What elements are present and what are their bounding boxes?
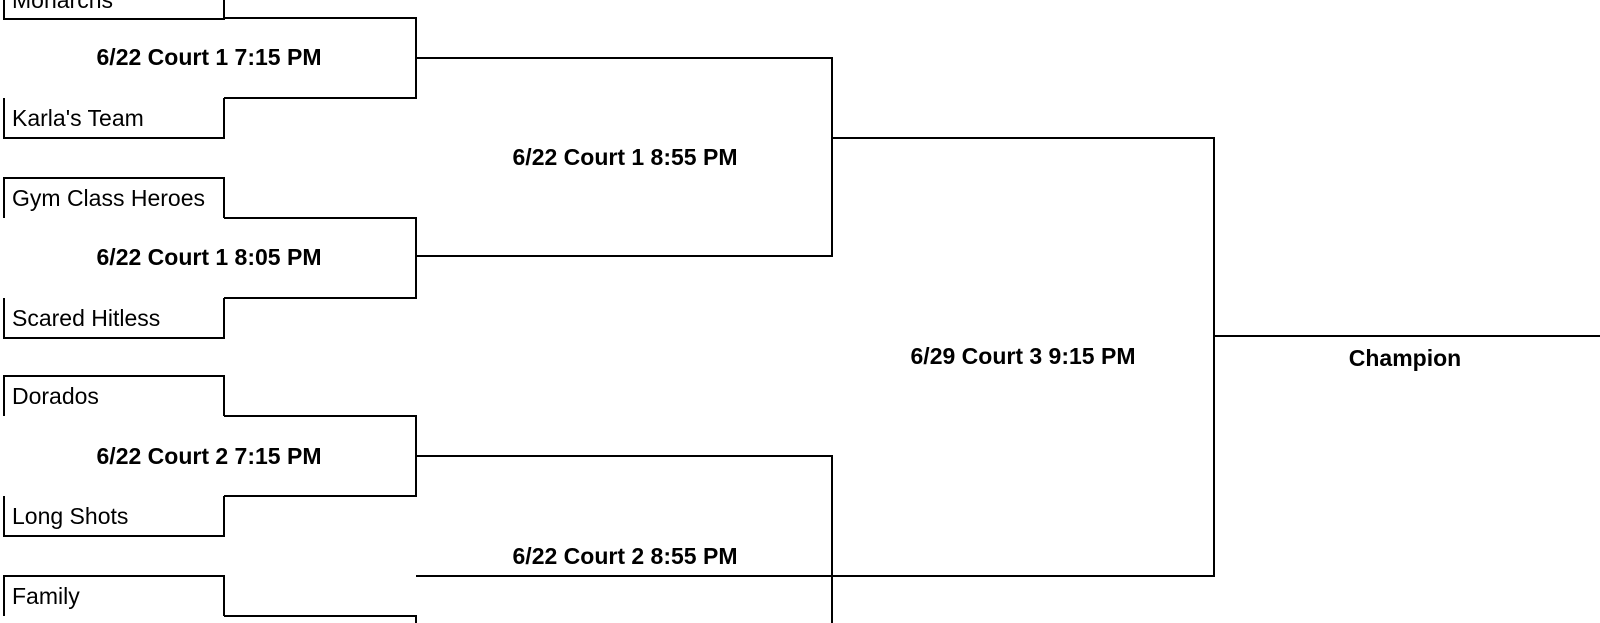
team-karlas-team: Karla's Team (12, 105, 144, 131)
team-dorados: Dorados (12, 383, 99, 409)
game-label-r1m2: 6/22 Court 1 8:05 PM (96, 244, 322, 270)
team-box-dorados (3, 375, 225, 416)
team-family: Family (12, 583, 80, 609)
final-bracket (832, 137, 1215, 577)
r1m2-game-box (224, 217, 417, 299)
game-label-r2m2: 6/22 Court 2 8:55 PM (512, 543, 738, 569)
team-monarchs: Monarchs (12, 0, 113, 13)
team-gym-class-heroes: Gym Class Heroes (12, 185, 205, 211)
r2m1-bracket (416, 57, 833, 257)
team-box-long-shots (3, 496, 225, 537)
game-label-final: 6/29 Court 3 9:15 PM (910, 343, 1136, 369)
game-label-r1m1: 6/22 Court 1 7:15 PM (96, 44, 322, 70)
team-box-monarchs (3, 0, 225, 20)
r2m2-bracket (416, 455, 833, 623)
team-box-karlas-team (3, 98, 225, 139)
team-scared-hitless: Scared Hitless (12, 305, 161, 331)
team-box-family (3, 575, 225, 616)
champion-label: Champion (1348, 345, 1462, 371)
game-label-r2m1: 6/22 Court 1 8:55 PM (512, 144, 738, 170)
team-long-shots: Long Shots (12, 503, 129, 529)
game-label-r1m3: 6/22 Court 2 7:15 PM (96, 443, 322, 469)
team-box-gym-class-heroes (3, 177, 225, 218)
r1m4-game-box (224, 615, 417, 623)
team-box-scared-hitless (3, 298, 225, 339)
